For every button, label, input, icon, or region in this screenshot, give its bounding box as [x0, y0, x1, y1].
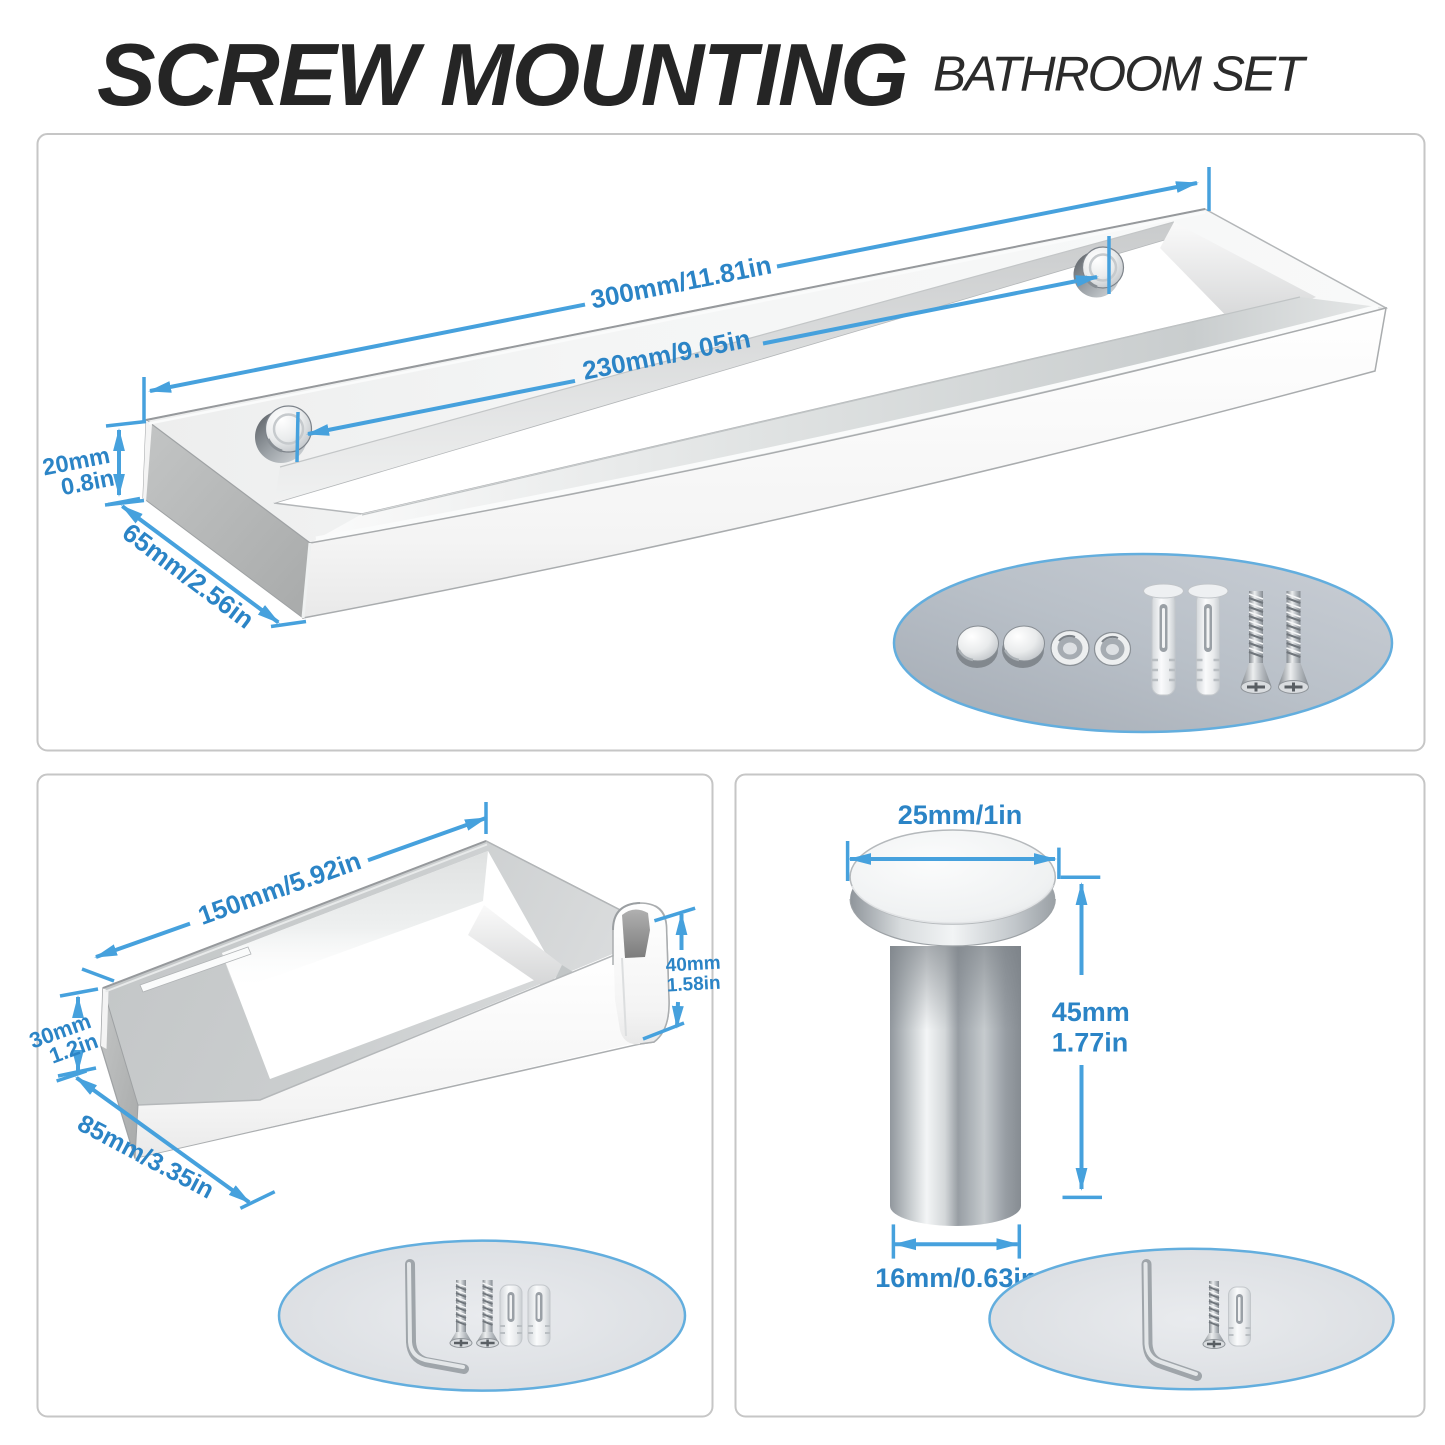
- svg-text:45mm: 45mm: [1052, 997, 1130, 1027]
- svg-text:1.58in: 1.58in: [666, 973, 721, 997]
- svg-text:BATHROOM SET: BATHROOM SET: [933, 47, 1308, 102]
- svg-text:25mm/1in: 25mm/1in: [898, 800, 1023, 830]
- svg-text:SCREW MOUNTING: SCREW MOUNTING: [97, 25, 907, 124]
- svg-text:40mm: 40mm: [665, 953, 721, 977]
- svg-text:1.77in: 1.77in: [1052, 1028, 1129, 1058]
